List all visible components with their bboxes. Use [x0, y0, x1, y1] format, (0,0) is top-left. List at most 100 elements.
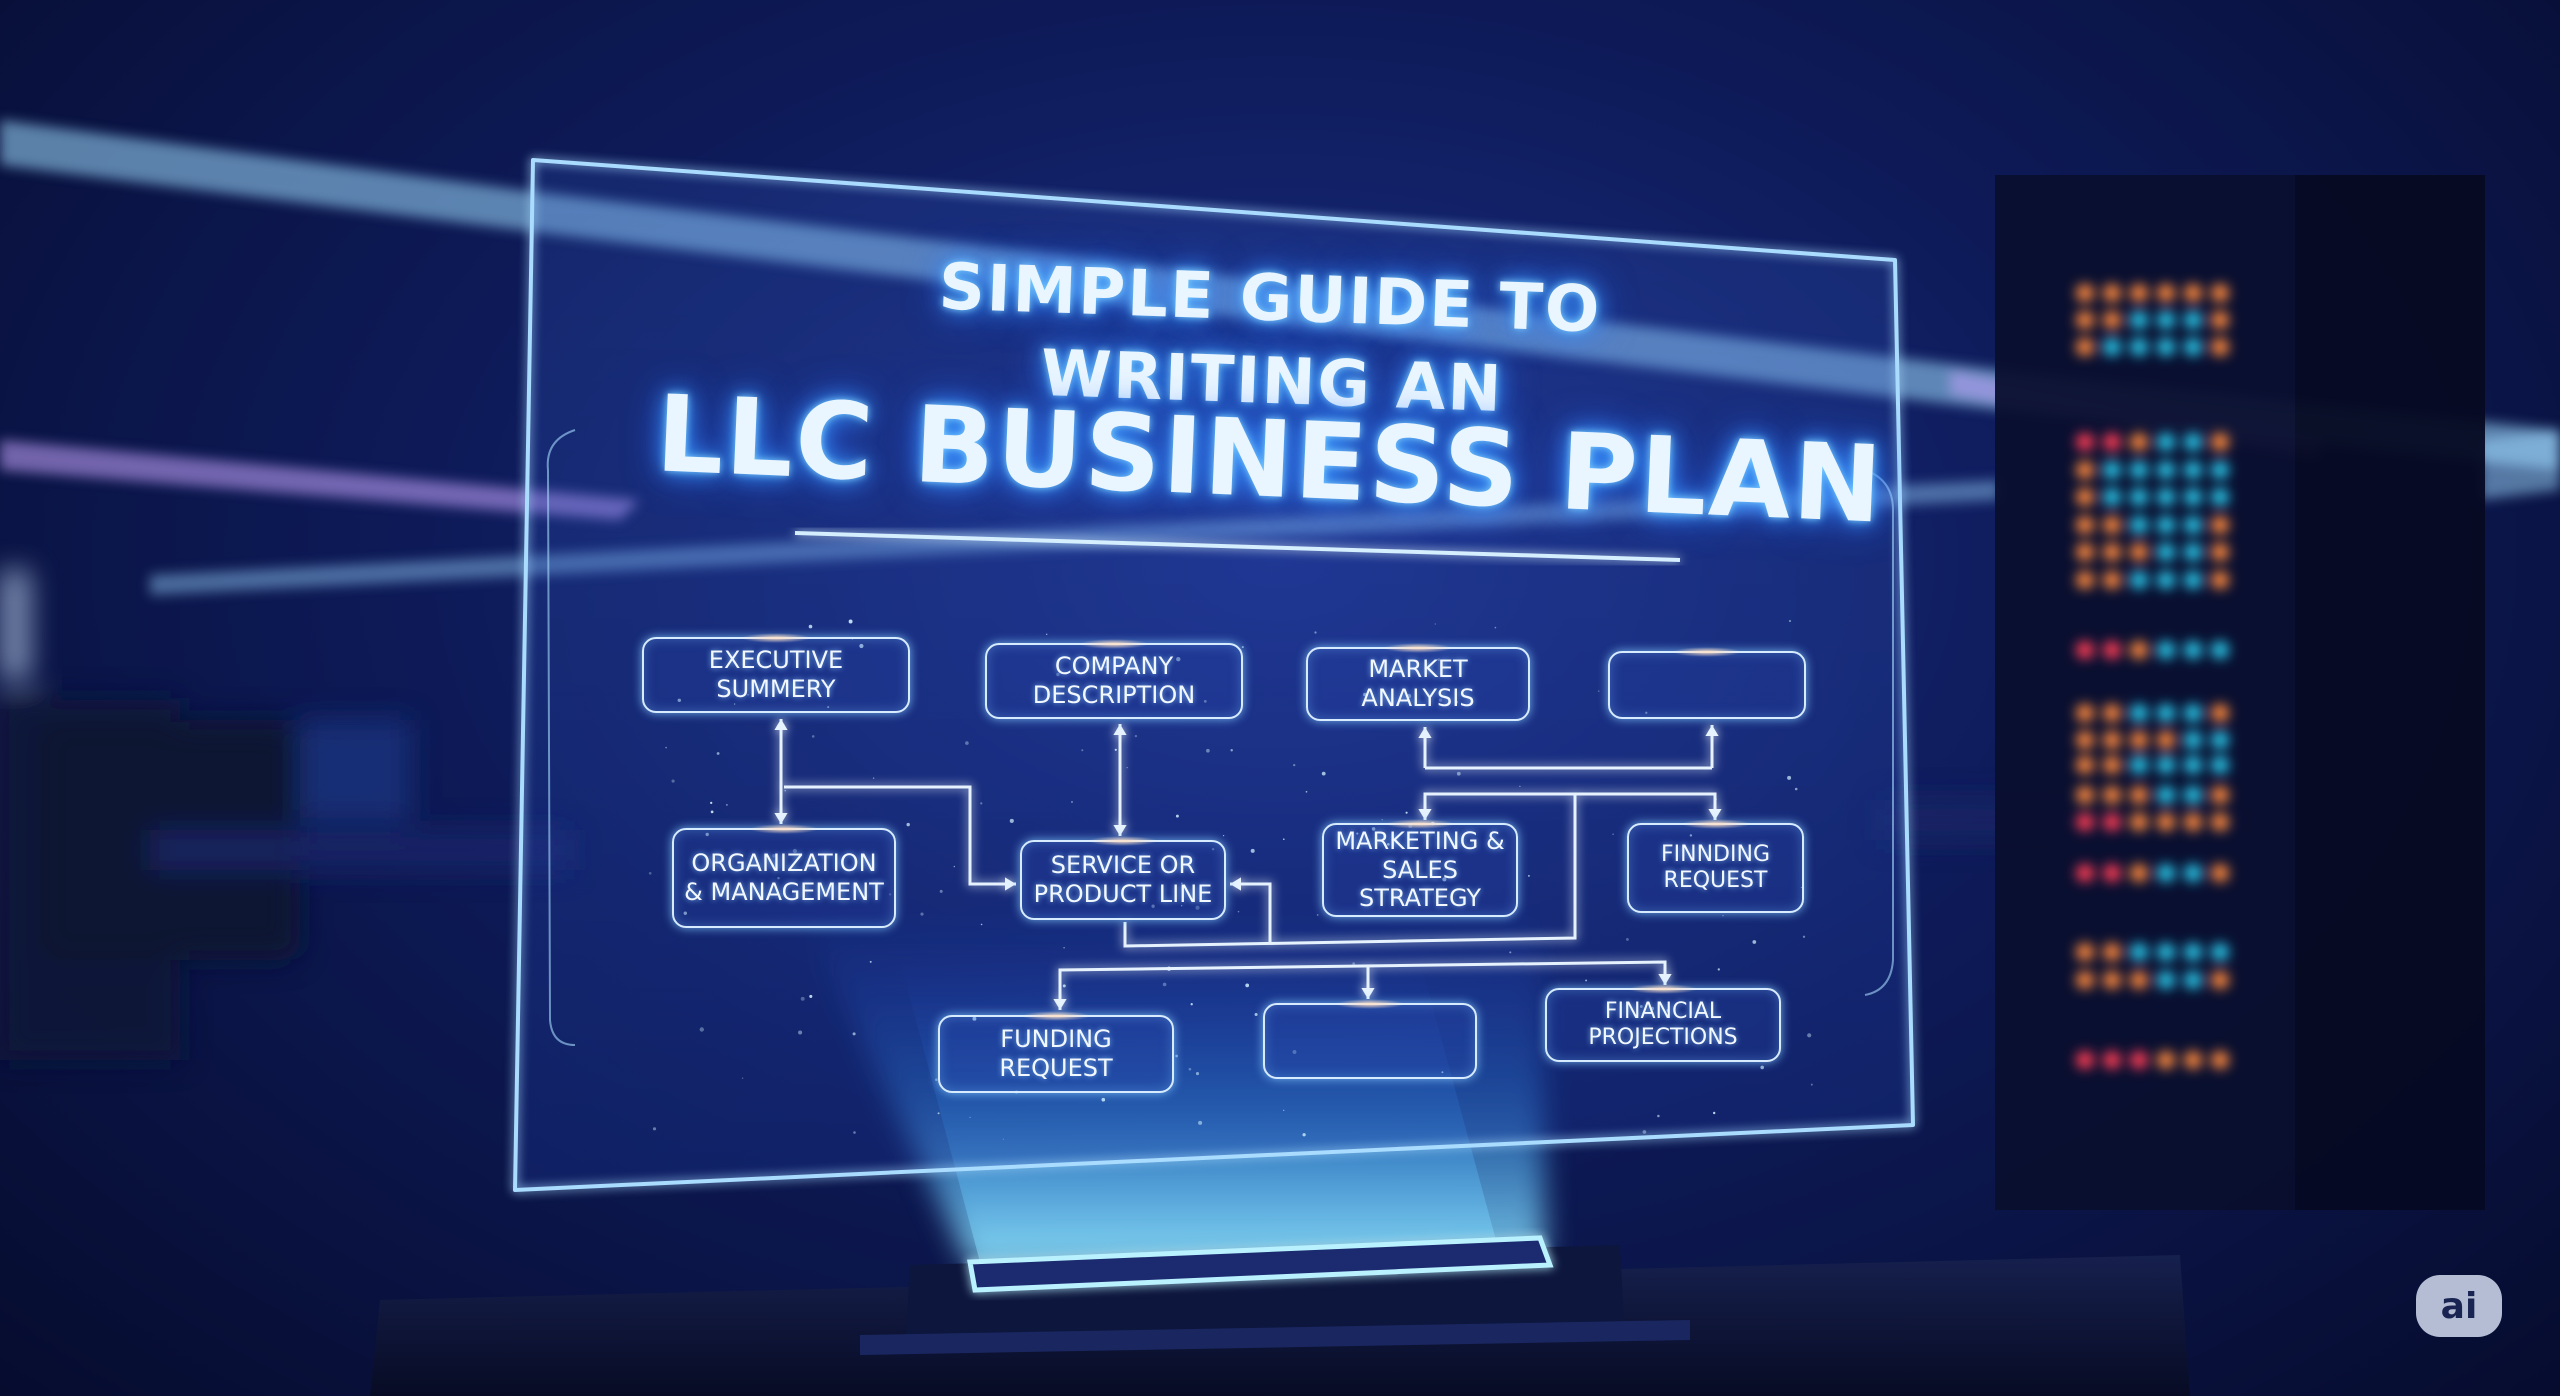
sparkle: [1689, 834, 1693, 837]
sparkle: [1230, 749, 1233, 752]
sparkle: [1195, 905, 1200, 910]
connector-bottom-bar: [1053, 960, 1672, 1010]
connector-service-hub: [1123, 794, 1577, 948]
sparkle: [1807, 1033, 1812, 1038]
server-led: [2103, 461, 2121, 479]
server-led: [2130, 571, 2148, 589]
server-led: [2076, 516, 2094, 534]
server-led: [2130, 543, 2148, 561]
server-led: [2211, 1051, 2229, 1069]
sparkle: [792, 848, 798, 854]
sparkle: [1305, 790, 1308, 793]
sparkle: [1104, 665, 1108, 669]
server-led: [2130, 461, 2148, 479]
server-led: [2157, 641, 2175, 659]
sparkle: [1151, 904, 1155, 908]
server-led: [2130, 971, 2148, 989]
server-led: [2211, 813, 2229, 831]
sparkle: [1405, 811, 1408, 814]
sparkle: [827, 706, 830, 709]
sparkle: [1787, 775, 1792, 780]
sparkle: [1203, 700, 1207, 703]
server-led: [2103, 704, 2121, 722]
server-led: [2211, 461, 2229, 479]
sparkle: [1352, 848, 1354, 851]
sparkle: [1509, 951, 1512, 954]
server-led: [2211, 641, 2229, 659]
node-blank-top-right: [1608, 647, 1806, 719]
sparkle: [1597, 690, 1600, 692]
server-led: [2130, 1051, 2148, 1069]
sparkle: [652, 1127, 657, 1131]
sparkle: [1519, 785, 1521, 788]
server-led: [2130, 756, 2148, 774]
sparkle: [1645, 711, 1648, 714]
sparkle: [852, 1032, 856, 1036]
sparkle: [1760, 1065, 1764, 1070]
server-led: [2184, 516, 2202, 534]
server-led: [2184, 756, 2202, 774]
server-led: [2103, 571, 2121, 589]
sparkle: [906, 822, 910, 827]
sparkle: [1188, 1067, 1192, 1071]
sparkle: [1181, 905, 1183, 907]
sparkle: [1198, 1120, 1203, 1125]
sparkle: [1293, 763, 1296, 767]
node-executive-summary: EXECUTIVE SUMMERY: [642, 633, 910, 713]
server-led: [2211, 864, 2229, 882]
sparkle: [699, 1027, 704, 1032]
sparkle: [1114, 748, 1117, 751]
connector-to-blank-top: [1705, 725, 1719, 768]
sparkle: [677, 698, 682, 703]
server-led: [2157, 786, 2175, 804]
server-led: [2184, 461, 2202, 479]
sparkle: [1250, 848, 1255, 853]
server-led: [2211, 971, 2229, 989]
sparkle: [1788, 619, 1792, 623]
sparkle: [872, 777, 875, 779]
server-led: [2157, 461, 2175, 479]
sparkle: [665, 746, 667, 749]
server-led: [2076, 1051, 2094, 1069]
server-led: [2076, 488, 2094, 506]
server-led: [2076, 571, 2094, 589]
server-led: [2103, 971, 2121, 989]
sparkle: [1063, 947, 1065, 949]
sparkle: [1222, 834, 1225, 837]
sparkle: [1794, 787, 1798, 791]
sparkle: [859, 643, 864, 649]
ai-badge: ai: [2416, 1275, 2502, 1337]
sparkle: [953, 865, 956, 868]
server-led: [2157, 488, 2175, 506]
sparkle: [784, 789, 786, 792]
node-finnding-request: FINNDING REQUEST: [1627, 819, 1804, 913]
sparkle: [972, 1016, 977, 1021]
server-led: [2130, 338, 2148, 356]
server-led: [2157, 704, 2175, 722]
sparkle: [1371, 827, 1376, 831]
server-led: [2103, 786, 2121, 804]
sparkle: [1042, 884, 1045, 887]
server-led: [2184, 571, 2202, 589]
server-led: [2076, 311, 2094, 329]
server-led: [2130, 786, 2148, 804]
server-led: [2103, 641, 2121, 659]
node-service-product-line: SERVICE OR PRODUCT LINE: [1020, 836, 1226, 920]
sparkle: [1650, 1006, 1655, 1011]
sparkle: [808, 624, 813, 629]
connector-company-service: [1113, 724, 1127, 836]
node-organization-management: ORGANIZATION & MANAGEMENT: [672, 824, 896, 928]
sparkle: [1657, 1114, 1660, 1118]
sparkle: [1438, 698, 1443, 702]
server-led: [2211, 311, 2229, 329]
server-led: [2157, 731, 2175, 749]
sparkle: [1625, 937, 1629, 941]
connector-exec-service: [784, 785, 1016, 891]
server-led: [2157, 571, 2175, 589]
sparkle: [1717, 968, 1720, 971]
server-led: [2103, 813, 2121, 831]
sparkle: [1302, 1133, 1306, 1137]
server-led: [2211, 488, 2229, 506]
server-led: [2211, 433, 2229, 451]
server-led: [2130, 704, 2148, 722]
